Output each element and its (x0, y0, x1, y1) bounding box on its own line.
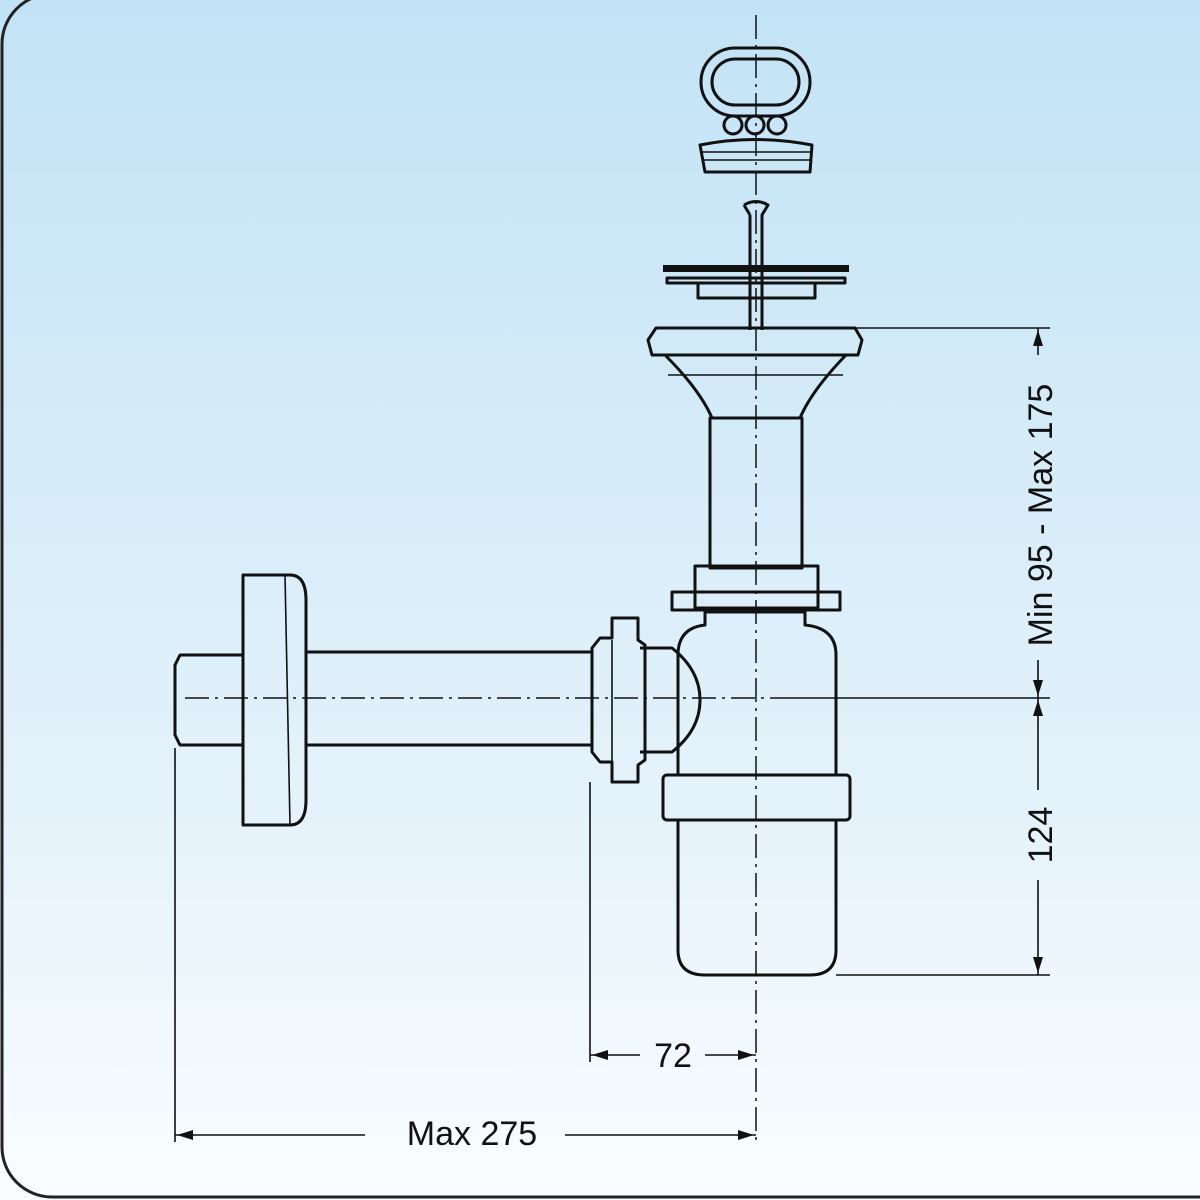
dim-outlet-offset: 72 (654, 1037, 692, 1075)
dim-height-range: Min 95 - Max 175 (1022, 384, 1060, 647)
dim-max-length: Max 275 (407, 1115, 537, 1153)
dim-trap-height: 124 (1022, 807, 1060, 864)
strainer-basket (663, 200, 849, 330)
slip-nut (670, 564, 842, 612)
sink-outlet-tube (646, 326, 864, 570)
plug-stopper (698, 46, 814, 174)
side-outlet-connection (173, 573, 702, 827)
dimension-lines (174, 327, 1050, 1142)
bottle-trap-body (661, 610, 852, 977)
